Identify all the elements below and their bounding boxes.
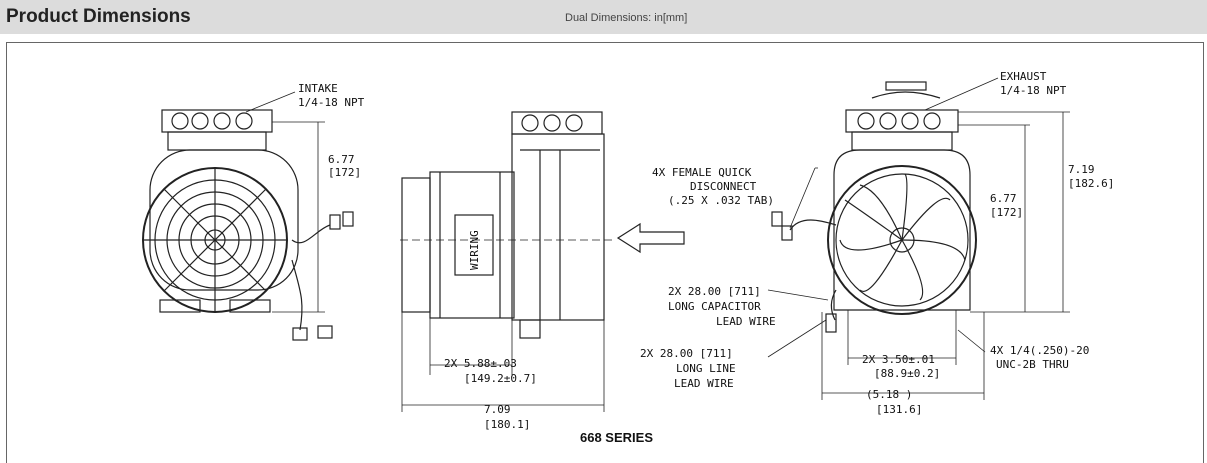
line-wire-1: 2X 28.00 [711] <box>640 347 733 360</box>
series-caption: 668 SERIES <box>580 430 653 445</box>
rear-body-height: 6.77 <box>990 192 1017 205</box>
quick-disconnect-1: 4X FEMALE QUICK <box>652 166 752 179</box>
rear-view <box>767 77 1070 400</box>
hole-spacing: 2X 3.50±.01 <box>862 353 935 366</box>
intake-label: INTAKE <box>298 82 338 95</box>
rear-height: 7.19 <box>1068 163 1095 176</box>
front-height-mm: [172] <box>328 166 361 179</box>
quick-disconnect-2: DISCONNECT <box>690 180 757 193</box>
dimension-labels: INTAKE 1/4-18 NPT 6.77 [172] WIRING 2X 5… <box>298 70 1114 431</box>
rear-body-height-mm: [172] <box>990 206 1023 219</box>
header-bar: Product Dimensions Dual Dimensions: in[m… <box>0 0 1207 34</box>
exhaust-thread: 1/4-18 NPT <box>1000 84 1067 97</box>
bolt-spec-1: 4X 1/4(.250)-20 <box>990 344 1089 357</box>
quick-disconnect-3: (.25 X .032 TAB) <box>668 194 774 207</box>
bolt-spec-2: UNC-2B THRU <box>996 358 1069 371</box>
drawing-frame <box>6 42 1204 463</box>
side-width: 2X 5.88±.03 <box>444 357 517 370</box>
front-view <box>142 91 354 341</box>
capacitor-wire-2: LONG CAPACITOR <box>668 300 761 313</box>
wiring-label: WIRING <box>468 230 481 270</box>
line-wire-2: LONG LINE <box>676 362 736 375</box>
rear-height-mm: [182.6] <box>1068 177 1114 190</box>
hole-spacing-mm: [88.9±0.2] <box>874 367 940 380</box>
exhaust-label: EXHAUST <box>1000 70 1047 83</box>
side-view <box>400 111 685 412</box>
intake-thread: 1/4-18 NPT <box>298 96 365 109</box>
capacitor-wire-1: 2X 28.00 [711] <box>668 285 761 298</box>
front-height: 6.77 <box>328 153 355 166</box>
side-width-mm: [149.2±0.7] <box>464 372 537 385</box>
dimension-drawing: INTAKE 1/4-18 NPT 6.77 [172] WIRING 2X 5… <box>142 70 1114 431</box>
page-title: Product Dimensions <box>6 6 191 27</box>
overall-length-mm: [180.1] <box>484 418 530 431</box>
units-note: Dual Dimensions: in[mm] <box>565 12 688 24</box>
line-wire-3: LEAD WIRE <box>674 377 734 390</box>
overall-length: 7.09 <box>484 403 511 416</box>
base-width-mm: [131.6] <box>876 403 922 416</box>
base-width: (5.18 ) <box>866 388 912 401</box>
capacitor-wire-3: LEAD WIRE <box>716 315 776 328</box>
